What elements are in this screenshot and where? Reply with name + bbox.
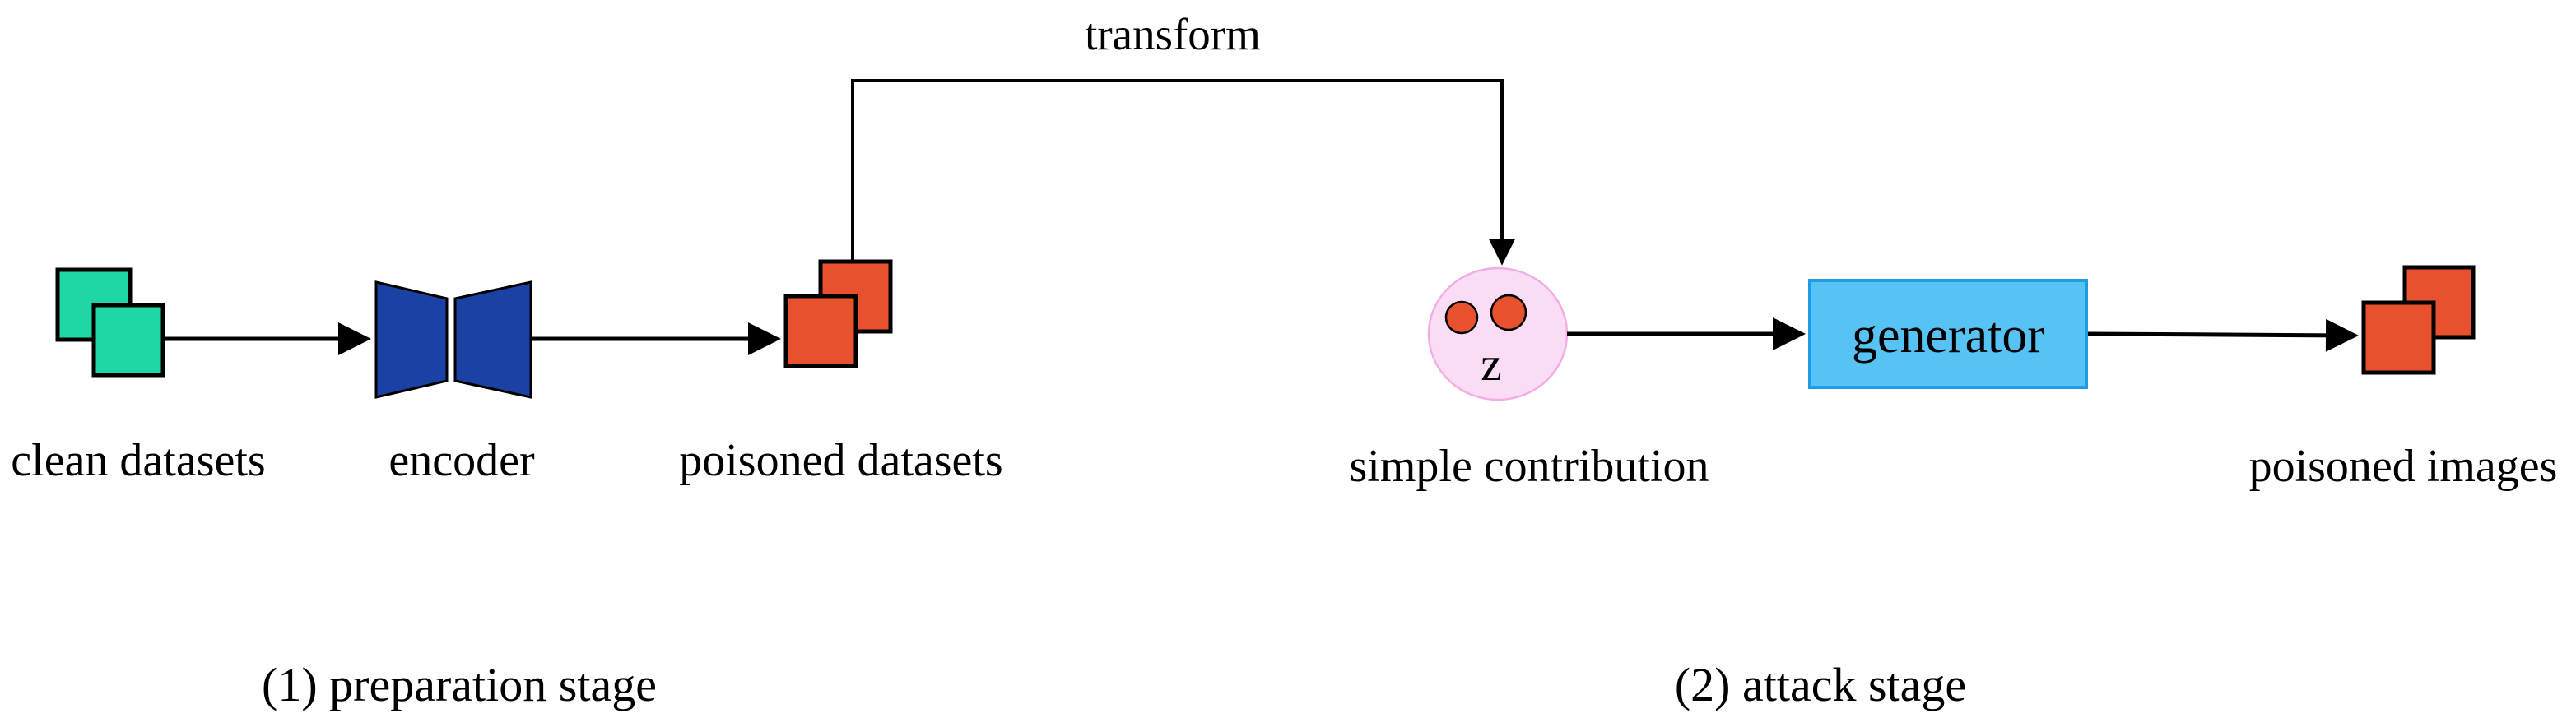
generator-box — [1808, 279, 2088, 389]
encoder-right-trapezoid — [453, 280, 532, 399]
clean-dataset-square-front — [91, 303, 165, 378]
encoder-label: encoder — [388, 435, 535, 486]
contribution-dot-left — [1444, 300, 1479, 335]
clean-datasets-label: clean datasets — [11, 435, 265, 486]
simple-contribution-label: simple contribution — [1349, 441, 1709, 492]
clean-datasets-icon — [55, 267, 165, 378]
stage2-caption: (2) attack stage — [1675, 658, 1966, 711]
simple-contribution-icon: z — [1427, 266, 1569, 401]
encoder-icon — [374, 280, 532, 399]
poisoned-datasets-label: poisoned datasets — [679, 435, 1002, 486]
poisoned-datasets-icon — [783, 259, 893, 368]
latent-symbol: z — [1481, 337, 1502, 391]
arrow-generator-to-images — [2087, 318, 2359, 352]
transform-connector-arrow — [851, 79, 1515, 266]
generator-label: generator — [1852, 308, 2044, 364]
transform-label: transform — [1085, 9, 1261, 59]
generator-node: generator — [1808, 279, 2088, 389]
contribution-dot-right — [1490, 294, 1527, 331]
encoder-left-trapezoid — [374, 280, 449, 399]
poisoned-images-icon — [2361, 265, 2476, 375]
poisoned-image-square-front — [2361, 300, 2436, 375]
poisoned-images-label: poisoned images — [2249, 441, 2558, 492]
stage1-caption: (1) preparation stage — [262, 658, 657, 711]
poisoned-dataset-square-front — [783, 294, 858, 368]
